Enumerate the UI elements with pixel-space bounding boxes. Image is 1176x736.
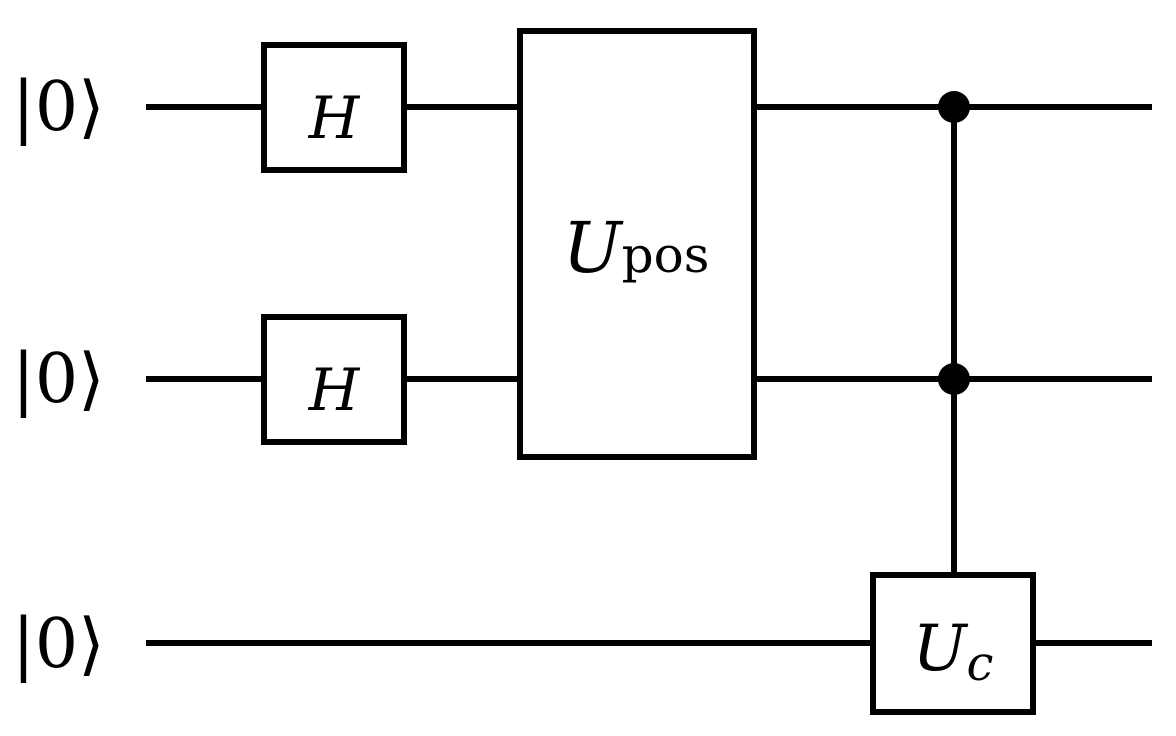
hadamard-gate-label: H — [308, 84, 361, 152]
qubit-1-input-label: |0⟩ — [12, 340, 105, 419]
control-dot-qubit-1 — [938, 363, 970, 395]
control-dot-qubit-0 — [938, 91, 970, 123]
qubit-0-input-label: |0⟩ — [12, 68, 105, 147]
u-pos-gate-label: Upos — [563, 207, 710, 289]
hadamard-gate-qubit-0: H — [261, 42, 407, 173]
u-c-gate-label: Uc — [913, 612, 994, 692]
u-pos-gate: Upos — [517, 28, 757, 460]
hadamard-gate-label: H — [308, 356, 361, 424]
qubit-2-input-label: |0⟩ — [12, 605, 105, 684]
u-c-gate: Uc — [870, 572, 1036, 715]
hadamard-gate-qubit-1: H — [261, 314, 407, 445]
